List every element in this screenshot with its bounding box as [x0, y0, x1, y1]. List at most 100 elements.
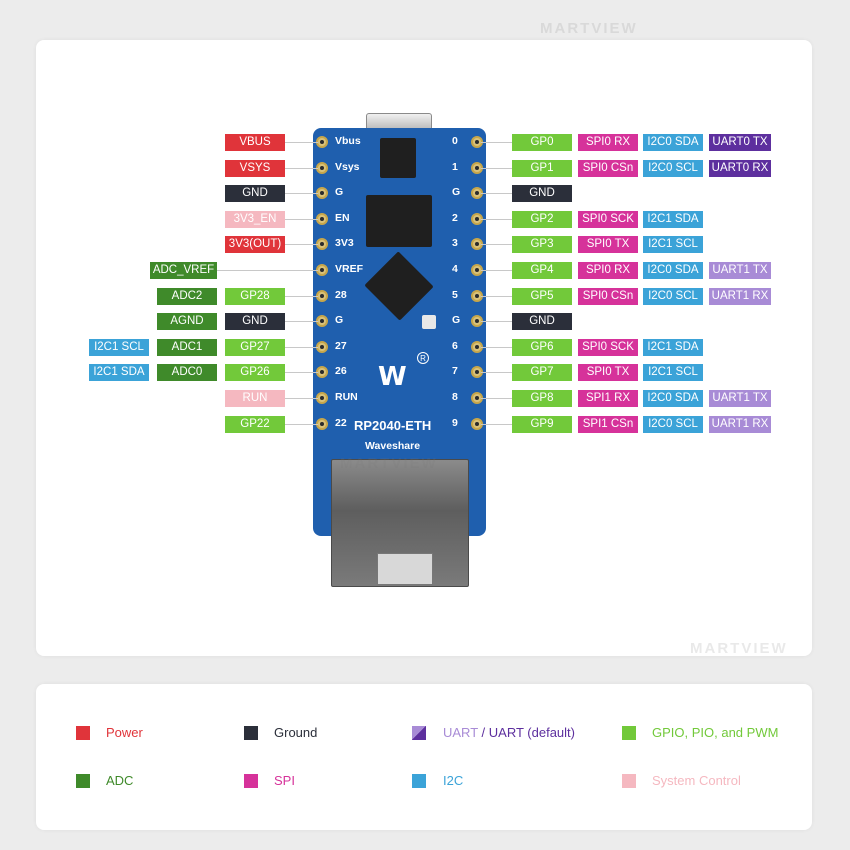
legend-label-power: Power — [106, 725, 143, 740]
pin-label-spi: SPI0 RX — [578, 262, 638, 279]
pin-label-uart_default: UART1 RX — [709, 415, 771, 433]
pin-label-i2c: I2C0 SCL — [643, 159, 703, 177]
pin-label-gpio: GP26 — [225, 364, 285, 382]
legend-swatch-spi — [244, 774, 258, 788]
legend-label-uart: UART / UART (default) — [443, 725, 575, 741]
legend-swatch-system-control — [622, 774, 636, 788]
pin-label-i2c: I2C0 SDA — [643, 262, 703, 279]
left-pin-silk: Vsys — [335, 160, 360, 173]
pin-label-spi: SPI0 TX — [578, 236, 638, 254]
button — [422, 315, 436, 329]
board-subtitle: Waveshare — [365, 440, 421, 452]
pin-label-gpio: GP27 — [225, 338, 285, 356]
pin-label-adc: ADC0 — [157, 364, 217, 382]
left-pin-silk: EN — [335, 211, 350, 224]
pin-label-i2c: I2C1 SCL — [643, 364, 703, 382]
pin-label-i2c: I2C0 SCL — [643, 415, 703, 433]
pin-label-uart_default: UART1 TX — [709, 262, 771, 279]
pin-label-gpio: GP6 — [512, 338, 572, 356]
pin-label-gpio: GP5 — [512, 287, 572, 305]
pin-label-uart_default: UART1 RX — [709, 287, 771, 305]
left-pin-silk: VREF — [335, 263, 364, 275]
pin-label-gpio: GP4 — [512, 262, 572, 279]
pin-label-i2c: I2C0 SDA — [643, 390, 703, 407]
pin-label-spi: SPI1 CSn — [578, 415, 638, 433]
left-pin-silk: Vbus — [335, 135, 361, 147]
right-pin-silk: 1 — [452, 160, 458, 173]
pin-label-spi: SPI0 CSn — [578, 287, 638, 305]
regulator-chip — [380, 138, 416, 178]
left-pin-silk: G — [335, 314, 344, 327]
legend-swatch-power — [76, 726, 90, 740]
left-pin-pad — [316, 417, 328, 430]
pin-leader-line — [481, 167, 512, 169]
pin-leader-line — [217, 270, 318, 271]
pin-leader-line — [285, 218, 318, 220]
legend-swatch-gpio — [622, 726, 636, 740]
watermark: MARTVIEW — [690, 640, 788, 657]
pin-leader-line — [481, 244, 512, 246]
pin-label-spi: SPI0 SCK — [578, 210, 638, 228]
legend-label-ground: Ground — [274, 725, 318, 740]
pin-label-gpio: GP22 — [225, 415, 285, 433]
pin-label-i2c: I2C1 SCL — [643, 236, 703, 254]
pin-leader-line — [285, 193, 318, 195]
ethernet-port-opening — [377, 553, 433, 585]
left-pin-silk: 26 — [335, 365, 347, 378]
pin-leader-line — [285, 244, 318, 246]
pin-label-adc: ADC1 — [157, 338, 217, 356]
right-pin-silk: 9 — [452, 416, 458, 429]
legend-swatch-i2c — [412, 774, 426, 788]
pin-label-power: VSYS — [225, 159, 285, 177]
legend-panel — [36, 684, 812, 830]
pin-label-system: 3V3_EN — [225, 210, 285, 228]
legend-label-uart-sep: / — [477, 725, 489, 740]
pin-label-spi: SPI1 RX — [578, 390, 638, 407]
pin-leader-line — [285, 321, 318, 323]
pin-label-i2c: I2C1 SDA — [643, 210, 703, 228]
pin-leader-line — [481, 295, 512, 297]
legend-swatch-ground — [244, 726, 258, 740]
pin-label-i2c: I2C0 SCL — [643, 287, 703, 305]
pin-leader-line — [481, 423, 512, 425]
left-pin-silk: 3V3 — [335, 237, 354, 250]
pin-leader-line — [481, 218, 512, 220]
legend-label-adc: ADC — [106, 773, 134, 788]
pin-leader-line — [285, 295, 318, 297]
left-pin-silk: 28 — [335, 288, 347, 301]
waveshare-logo: W — [378, 362, 407, 392]
pin-leader-line — [481, 398, 512, 399]
right-pin-silk: 3 — [452, 237, 458, 250]
pin-label-adc: ADC_VREF — [150, 262, 217, 279]
pin-leader-line — [285, 398, 318, 399]
pin-label-gpio: GP9 — [512, 415, 572, 433]
left-pin-silk: 22 — [335, 416, 347, 429]
pin-leader-line — [481, 321, 512, 323]
left-pin-silk: G — [335, 186, 344, 199]
pin-label-i2c: I2C0 SDA — [643, 134, 703, 151]
pin-label-power: VBUS — [225, 134, 285, 151]
right-pin-silk: 2 — [452, 211, 458, 224]
pin-leader-line — [481, 270, 512, 271]
right-pin-silk: G — [452, 314, 461, 327]
pin-label-ground: GND — [225, 185, 285, 203]
pin-label-ground: GND — [512, 313, 572, 331]
pin-label-uart: UART0 TX — [709, 134, 771, 151]
legend-label-i2c: I2C — [443, 773, 464, 788]
pin-label-power: 3V3(OUT) — [225, 236, 285, 254]
registered-mark: R — [417, 352, 429, 364]
pin-label-spi: SPI0 TX — [578, 364, 638, 382]
pin-label-gpio: GP0 — [512, 134, 572, 151]
pin-label-gpio: GP7 — [512, 364, 572, 382]
right-pin-silk: G — [452, 186, 461, 199]
pin-label-adc: ADC2 — [157, 287, 217, 305]
legend-swatch-uart — [412, 726, 426, 740]
pin-leader-line — [481, 193, 512, 195]
left-pin-silk: RUN — [335, 391, 358, 403]
board-title: RP2040-ETH — [354, 418, 432, 433]
pin-label-ground: GND — [225, 313, 285, 331]
legend-label-system-control: System Control — [652, 773, 741, 788]
pin-label-gpio: GP3 — [512, 236, 572, 254]
legend-swatch-adc — [76, 774, 90, 788]
pin-label-uart: UART0 RX — [709, 159, 771, 177]
